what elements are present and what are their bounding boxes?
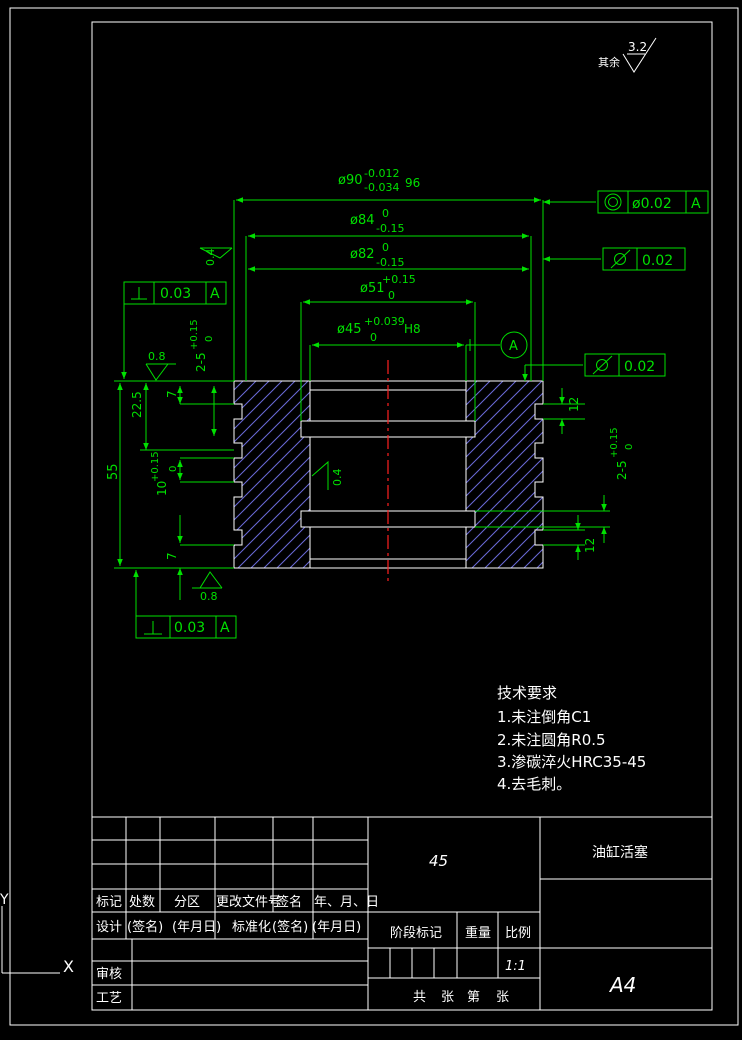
roughness-value: 3.2 xyxy=(628,40,647,54)
dim-d82: ø82 xyxy=(350,247,375,262)
dim-d84-upper: 0 xyxy=(382,207,389,220)
dim-d45: ø45 xyxy=(337,322,362,337)
left-wall xyxy=(233,380,311,569)
right-wall xyxy=(465,380,544,569)
dim-h7b: 7 xyxy=(165,552,179,560)
perp1-ref: A xyxy=(210,286,220,302)
tb-label: (年月日) xyxy=(172,920,221,935)
dim-g2x5r-tol2: 0 xyxy=(624,444,635,450)
vertical-dims-left: 55 22.5 10 +0.15 0 7 7 2-5 +0.15 0 xyxy=(106,319,234,600)
tech-requirements: 技术要求 1.未注倒角C1 2.未注圆角R0.5 3.渗碳淬火HRC35-45 … xyxy=(497,684,646,793)
ucs-x: X xyxy=(63,957,74,976)
dim-d51-upper: +0.15 xyxy=(382,273,416,286)
cyl1-value: 0.02 xyxy=(642,253,673,269)
tb-label: 分区 xyxy=(174,895,200,910)
outer-frame xyxy=(9,7,739,1026)
datum-a: A xyxy=(509,339,518,354)
dim-h7a: 7 xyxy=(165,390,179,398)
tb-label: 签名 xyxy=(276,894,302,910)
tech-item: 2.未注圆角R0.5 xyxy=(497,731,606,749)
dim-d90-lower: -0.034 xyxy=(364,181,399,194)
rough-r04: 0.4 xyxy=(204,249,217,267)
dim-h10: 10 xyxy=(155,481,169,496)
coax-ref: A xyxy=(691,196,701,212)
dim-h10-tol: +0.15 xyxy=(150,451,161,482)
dim-h22: 22.5 xyxy=(130,391,144,418)
sheet-size: A4 xyxy=(608,973,636,997)
cyl2-value: 0.02 xyxy=(624,359,655,375)
dim-h55: 55 xyxy=(106,463,121,480)
part-name: 油缸活塞 xyxy=(592,844,648,861)
dim-d84: ø84 xyxy=(350,213,375,228)
dim-h12a: 12 xyxy=(567,397,581,412)
tb-label: (签名) xyxy=(272,919,308,935)
tech-item: 4.去毛刺。 xyxy=(497,775,571,793)
rough-r08a: 0.8 xyxy=(148,350,166,363)
tb-label: 标准化 xyxy=(232,920,271,935)
tb-label: (签名) xyxy=(127,919,163,935)
dim-d51: ø51 xyxy=(360,281,385,296)
tb-sheets: 张 xyxy=(496,990,509,1005)
tb-sheets: 共 xyxy=(413,990,426,1005)
tb-process: 工艺 xyxy=(96,991,122,1006)
tb-label: 更改文件号 xyxy=(216,895,281,910)
dim-g2x5: 2-5 xyxy=(194,352,208,372)
tb-label: (年月日) xyxy=(312,920,361,935)
tb-label: 处数 xyxy=(129,895,155,910)
dim-d45-lower: 0 xyxy=(370,331,377,344)
diameter-dims: ø90 -0.012 -0.034 96 ø84 0 -0.15 ø82 0 -… xyxy=(233,167,544,421)
dim-d84-lower: -0.15 xyxy=(376,222,404,235)
perp2-ref: A xyxy=(220,620,230,636)
part-section xyxy=(233,360,544,582)
dim-d51-lower: 0 xyxy=(388,289,395,302)
tech-item: 1.未注倒角C1 xyxy=(497,708,591,726)
tb-weight: 重量 xyxy=(465,925,491,941)
dim-d82-upper: 0 xyxy=(382,241,389,254)
perp1-value: 0.03 xyxy=(160,286,191,302)
dim-d45-fit: H8 xyxy=(404,322,421,336)
tech-item: 3.渗碳淬火HRC35-45 xyxy=(497,753,646,771)
dim-d90: ø90 xyxy=(338,173,363,188)
scale-value: 1:1 xyxy=(505,959,526,974)
gdt-coaxiality: ø0.02 A xyxy=(543,190,709,214)
general-roughness: 其余 3.2 xyxy=(598,37,657,73)
dim-h10-tol2: 0 xyxy=(168,466,179,472)
gdt-perpendicularity-top: 0.03 A xyxy=(121,281,227,379)
roughness-prefix: 其余 xyxy=(598,55,620,69)
dim-d90-fit: 96 xyxy=(405,176,420,190)
tb-label: 年、月、日 xyxy=(314,895,379,910)
ucs-icon: Y X xyxy=(0,892,74,976)
dim-g2x5-tol: +0.15 xyxy=(189,319,200,350)
title-block: 45 油缸活塞 A4 1:1 标记 处数 分区 更改文件号 签名 年、月、日 设… xyxy=(91,816,713,1011)
rough-r08b: 0.8 xyxy=(200,590,218,603)
gdt-perpendicularity-bottom: 0.03 A xyxy=(133,570,237,639)
dim-h12b: 12 xyxy=(583,538,597,553)
tb-label: 标记 xyxy=(96,895,122,910)
vertical-dims-right: 12 2-5 +0.15 0 12 xyxy=(475,388,635,560)
roughness-marks: 0.4 0.8 0.8 0.4 xyxy=(145,247,344,603)
dim-g2x5r-tol: +0.15 xyxy=(609,427,620,458)
ucs-y: Y xyxy=(0,892,9,908)
tb-sheets: 第 xyxy=(467,990,480,1005)
dim-g2x5r: 2-5 xyxy=(615,460,629,480)
gdt-cylindricity-1: 0.02 xyxy=(543,247,686,271)
rough-r04b: 0.4 xyxy=(331,469,344,487)
tb-label: 设计 xyxy=(96,920,122,935)
material-text: 45 xyxy=(429,852,448,870)
coax-value: ø0.02 xyxy=(632,196,672,212)
perp2-value: 0.03 xyxy=(174,620,205,636)
gdt-cylindricity-2: 0.02 xyxy=(522,353,666,381)
dim-d45-upper: +0.039 xyxy=(364,315,405,328)
tb-sheets: 张 xyxy=(441,990,454,1005)
dim-d90-upper: -0.012 xyxy=(364,167,399,180)
tb-review: 审核 xyxy=(96,967,122,982)
dim-g2x5-tol2: 0 xyxy=(204,336,215,342)
tb-ratio: 比例 xyxy=(505,926,531,941)
tb-stage: 阶段标记 xyxy=(390,926,442,941)
dim-d82-lower: -0.15 xyxy=(376,256,404,269)
tech-title: 技术要求 xyxy=(497,684,557,702)
